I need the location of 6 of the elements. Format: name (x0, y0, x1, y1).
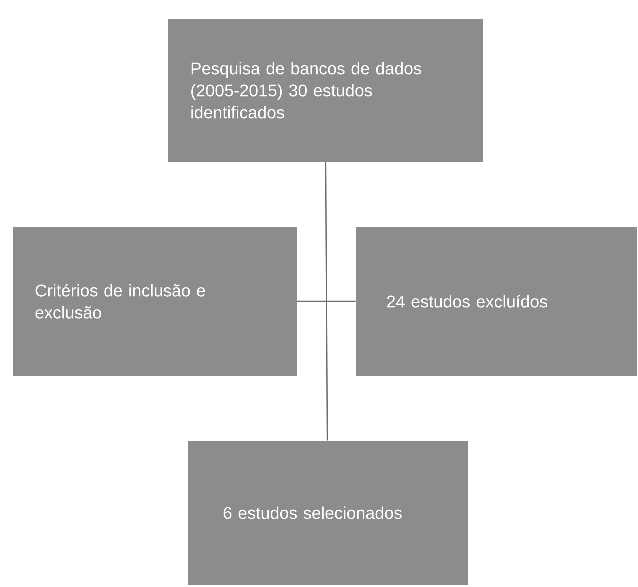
process-box: Pesquisa de bancos de dados (2005-2015) 30 estudos identificados (168, 19, 483, 162)
connector-line (297, 300, 356, 302)
process-box: Critérios de inclusão e exclusão (13, 227, 297, 376)
process-box: 24 estudos excluídos (356, 227, 637, 376)
connector-line (325, 162, 328, 441)
process-box: 6 estudos selecionados (188, 441, 468, 585)
